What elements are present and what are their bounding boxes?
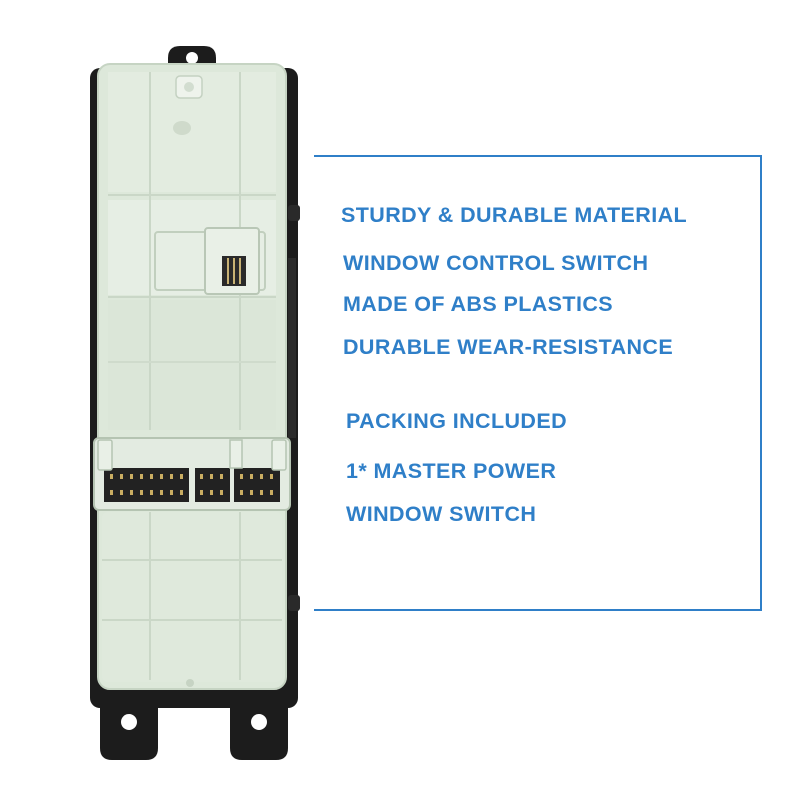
packing-included-heading: PACKING INCLUDED <box>346 409 568 433</box>
bottom-mounting-tab-left <box>100 695 158 760</box>
feature-sturdy-material: STURDY & DURABLE MATERIAL <box>341 203 688 227</box>
main-connector <box>93 437 291 511</box>
info-box <box>314 155 762 611</box>
feature-wear-resistance: DURABLE WEAR-RESISTANCE <box>343 335 674 359</box>
bottom-mounting-tab-right <box>230 695 288 760</box>
package-item-line-2: WINDOW SWITCH <box>346 502 537 526</box>
feature-window-control-switch: WINDOW CONTROL SWITCH <box>343 251 649 275</box>
package-item-line-1: 1* MASTER POWER <box>346 459 557 483</box>
internal-connector <box>204 227 260 295</box>
feature-abs-plastics: MADE OF ABS PLASTICS <box>343 292 613 316</box>
lower-housing <box>102 512 282 687</box>
